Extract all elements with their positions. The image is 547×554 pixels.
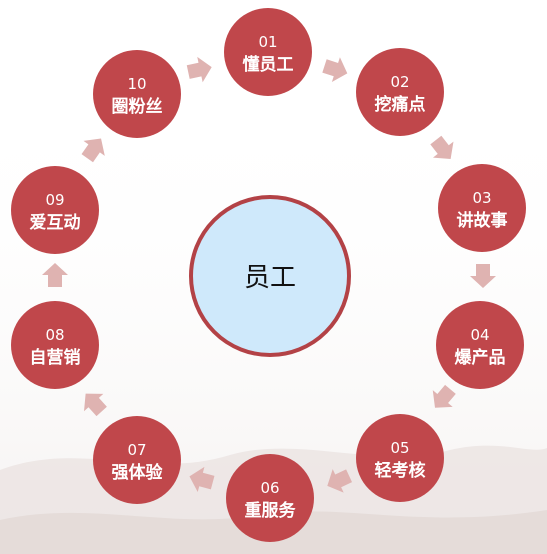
step-node-10: 10 圈粉丝 [93, 50, 181, 138]
step-number: 05 [390, 439, 409, 457]
step-number: 03 [472, 189, 491, 207]
step-label: 爱互动 [30, 212, 81, 233]
arrow-06-to-07 [189, 466, 215, 493]
step-label: 讲故事 [457, 210, 508, 231]
step-node-08: 08 自营销 [11, 301, 99, 389]
step-label: 挖痛点 [375, 94, 426, 115]
flow-arrows [42, 56, 496, 493]
step-label: 重服务 [245, 500, 297, 521]
step-circle [356, 48, 444, 136]
step-label: 爆产品 [455, 347, 506, 368]
step-node-03: 03 讲故事 [438, 164, 526, 252]
step-node-02: 02 挖痛点 [356, 48, 444, 136]
step-number: 10 [127, 75, 146, 93]
step-node-06: 06 重服务 [226, 454, 314, 542]
arrow-03-to-04 [470, 264, 496, 288]
arrow-10-to-01 [186, 56, 212, 83]
step-node-09: 09 爱互动 [11, 166, 99, 254]
center-label: 员工 [244, 263, 296, 293]
step-label: 自营销 [30, 347, 81, 368]
arrow-05-to-06 [327, 469, 353, 493]
step-number: 01 [258, 33, 277, 51]
arrow-04-to-05 [432, 384, 456, 408]
step-circle [11, 301, 99, 389]
arrow-08-to-09 [42, 263, 68, 287]
step-node-05: 05 轻考核 [356, 414, 444, 502]
step-circle [224, 8, 312, 96]
step-number: 06 [260, 479, 279, 497]
step-circle [93, 50, 181, 138]
step-circle [438, 164, 526, 252]
step-number: 02 [390, 73, 409, 91]
arrow-01-to-02 [322, 57, 348, 82]
step-circle [356, 414, 444, 502]
step-number: 09 [45, 191, 64, 209]
step-circle [93, 416, 181, 504]
step-label: 强体验 [112, 462, 164, 483]
step-label: 懂员工 [243, 54, 294, 75]
step-circle [11, 166, 99, 254]
step-node-07: 07 强体验 [93, 416, 181, 504]
arrow-07-to-08 [84, 393, 107, 417]
step-number: 07 [127, 441, 146, 459]
center-node: 员工 [189, 195, 351, 357]
step-label: 圈粉丝 [112, 96, 163, 117]
arrow-09-to-10 [81, 138, 105, 163]
step-number: 04 [470, 326, 489, 344]
step-node-01: 01 懂员工 [224, 8, 312, 96]
step-node-04: 04 爆产品 [436, 301, 524, 389]
arrow-02-to-03 [430, 135, 454, 160]
center-circle [189, 195, 351, 357]
step-number: 08 [45, 326, 64, 344]
step-circle [226, 454, 314, 542]
step-circle [436, 301, 524, 389]
step-label: 轻考核 [375, 460, 426, 481]
